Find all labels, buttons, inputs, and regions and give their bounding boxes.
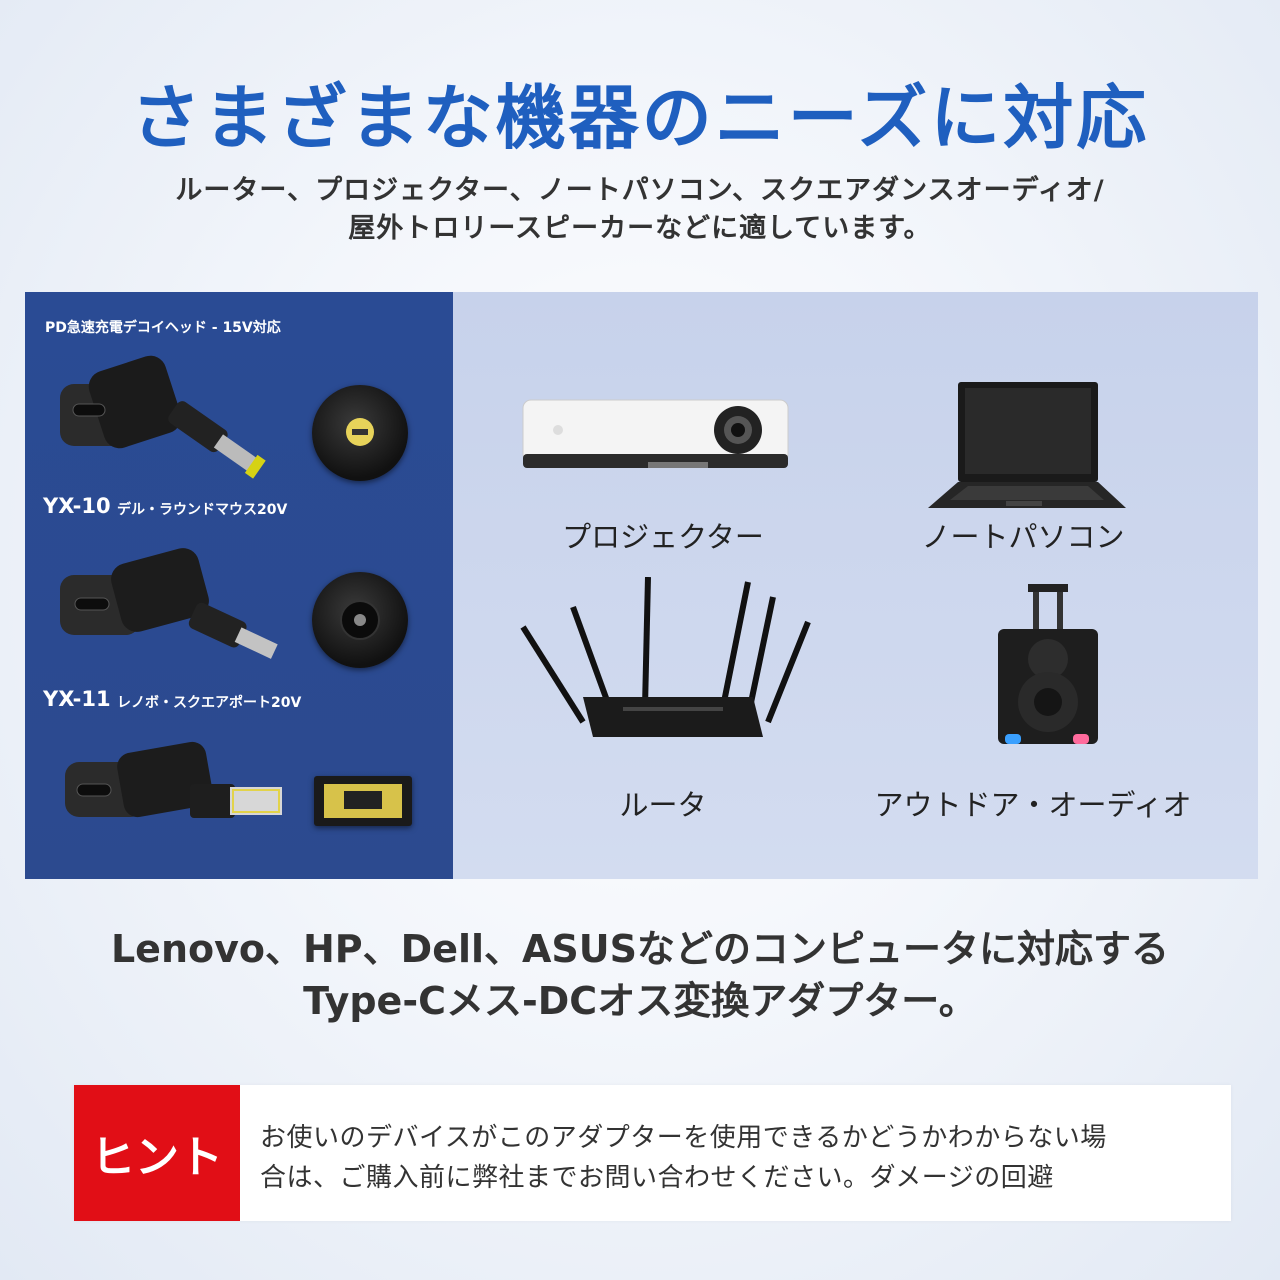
- hint-badge: ヒント: [74, 1085, 240, 1221]
- router-icon: [520, 577, 811, 737]
- hint-text-line-2: 合は、ご購入前に弊社までお問い合わせください。ダメージの回避: [260, 1163, 1054, 1193]
- hint-box: ヒント お使いのデバイスがこのアダプターを使用できるかどうかわからない場 合は、…: [74, 1085, 1231, 1221]
- adapter-desc-yx11: レノボ・スクエアポート20V: [117, 695, 302, 711]
- round-tip-yellow-icon: [312, 385, 408, 481]
- hint-text-line-1: お使いのデバイスがこのアダプターを使用できるかどうかわからない場: [260, 1123, 1107, 1153]
- subtitle-line-1: ルーター、プロジェクター、ノートパソコン、スクエアダンスオーディオ/: [175, 175, 1105, 206]
- product-panel: PD急速充電デコイヘッド - 15V対応 YX-10 デル・ラウンドマウス20V: [25, 292, 1258, 879]
- compat-line-1: Lenovo、HP、Dell、ASUSなどのコンピュータに対応する: [110, 927, 1170, 971]
- device-panel: プロジェクター ノートパソコン ルータ: [453, 292, 1258, 879]
- projector-icon: [522, 399, 789, 468]
- device-label-projector: プロジェクター: [562, 520, 764, 554]
- adapter-panel: PD急速充電デコイヘッド - 15V対応 YX-10 デル・ラウンドマウス20V: [25, 292, 453, 879]
- subtitle-line-2: 屋外トロリースピーカーなどに適しています。: [348, 213, 932, 244]
- device-label-laptop: ノートパソコン: [921, 520, 1125, 554]
- adapter-round-yellow-icon: [60, 355, 266, 479]
- compat-line-2: Type-Cメス-DCオス変換アダプター。: [303, 979, 977, 1023]
- adapter-round-black-icon: [60, 548, 278, 659]
- speaker-icon: [998, 584, 1098, 744]
- square-tip-icon: [314, 776, 412, 826]
- adapter-model-yx11: YX-11: [43, 687, 111, 711]
- round-tip-black-icon: [312, 572, 408, 668]
- adapter-model-yx10: YX-10: [43, 494, 111, 518]
- laptop-icon: [928, 382, 1126, 508]
- device-label-router: ルータ: [619, 788, 707, 822]
- pd-label: PD急速充電デコイヘッド - 15V対応: [45, 320, 281, 336]
- adapter-square-icon: [65, 741, 282, 818]
- device-label-speaker: アウトドア・オーディオ: [874, 788, 1192, 822]
- adapter-desc-yx10: デル・ラウンドマウス20V: [117, 502, 288, 518]
- page-title: さまざまな機器のニーズに対応: [130, 77, 1150, 159]
